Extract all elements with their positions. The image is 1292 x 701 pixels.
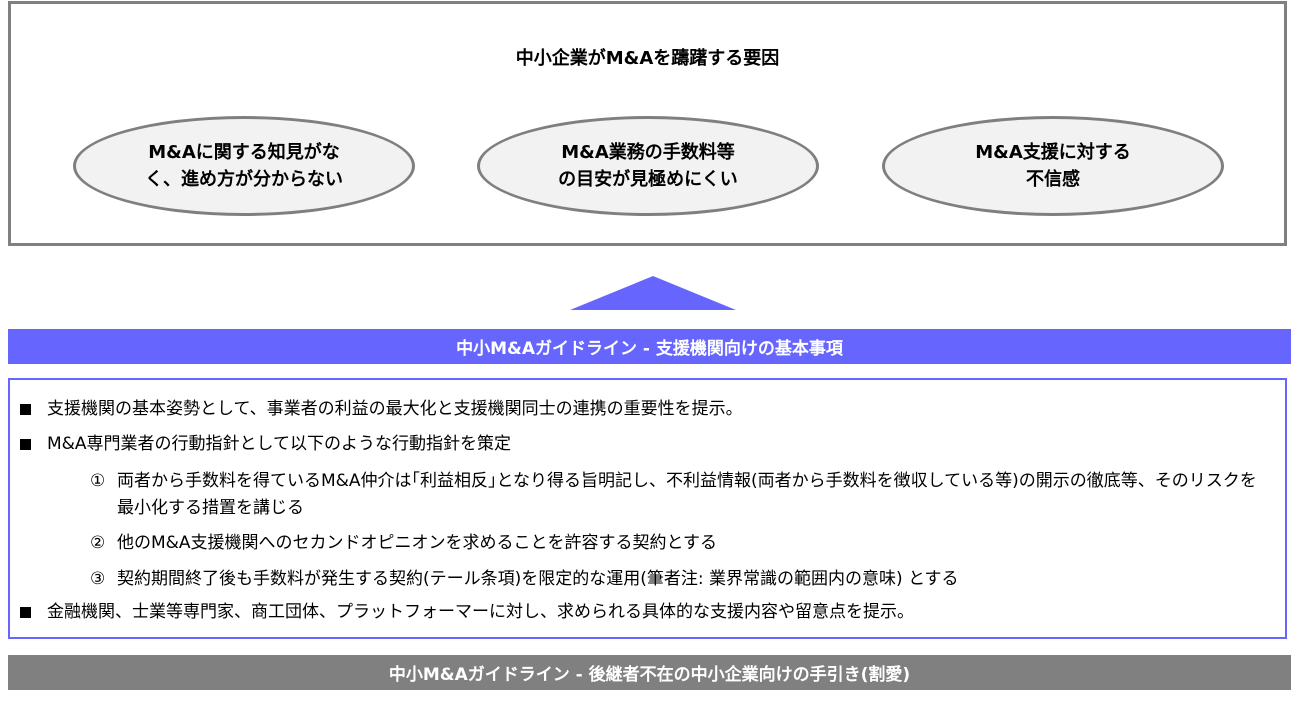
square-bullet-icon bbox=[20, 439, 31, 450]
up-arrow-icon bbox=[570, 276, 736, 310]
list-item: 支援機関の基本姿勢として、事業者の利益の最大化と支援機関同士の連携の重要性を提示… bbox=[20, 396, 743, 423]
list-item-text: 金融機関、士業等専門家、商工団体、プラットフォーマーに対し、求められる具体的な支… bbox=[47, 602, 914, 622]
sme-guideline-header: 中小M&Aガイドライン - 後継者不在の中小企業向けの手引き(割愛) bbox=[8, 655, 1291, 690]
sub-item-text: 契約期間終了後も手数料が発生する契約(テール条項)を限定的な運用(筆者注: 業界… bbox=[117, 569, 959, 589]
sub-item-number: ③ bbox=[90, 569, 106, 589]
sub-item: ② 他のM&A支援機関へのセカンドオピニオンを求めることを許容する契約とする bbox=[90, 530, 1270, 557]
factor-text: 不信感 bbox=[1025, 169, 1080, 190]
support-guideline-list: 支援機関の基本姿勢として、事業者の利益の最大化と支援機関同士の連携の重要性を提示… bbox=[8, 378, 1287, 639]
sub-item-number: ② bbox=[90, 533, 106, 553]
list-item: M&A専門業者の行動指針として以下のような行動指針を策定 bbox=[20, 431, 511, 458]
list-item-text: M&A専門業者の行動指針として以下のような行動指針を策定 bbox=[47, 434, 512, 454]
factor-text: の目安が見極めにくい bbox=[558, 169, 738, 190]
support-guideline-header: 中小M&Aガイドライン - 支援機関向けの基本事項 bbox=[8, 329, 1291, 364]
sub-item-text: 両者から手数料を得ているM&A仲介は｢利益相反｣となり得る旨明記し、不利益情報(… bbox=[117, 471, 1257, 518]
square-bullet-icon bbox=[20, 607, 31, 618]
factor-ellipse-fees: M&A業務の手数料等の目安が見極めにくい bbox=[477, 116, 819, 216]
sub-item-text: 他のM&A支援機関へのセカンドオピニオンを求めることを許容する契約とする bbox=[117, 533, 718, 553]
factor-text: M&A支援に対する bbox=[975, 142, 1131, 163]
factor-ellipse-knowledge: M&Aに関する知見がなく、進め方が分からない bbox=[73, 116, 415, 216]
panel-title: 中小企業がM&Aを躊躇する要因 bbox=[515, 48, 780, 69]
factor-text: M&A業務の手数料等 bbox=[561, 142, 735, 163]
sub-item: ① 両者から手数料を得ているM&A仲介は｢利益相反｣となり得る旨明記し、不利益情… bbox=[90, 468, 1270, 522]
factor-text: M&Aに関する知見がな bbox=[148, 142, 340, 163]
list-item-text: 支援機関の基本姿勢として、事業者の利益の最大化と支援機関同士の連携の重要性を提示… bbox=[47, 399, 743, 419]
factor-text: く、進め方が分からない bbox=[145, 169, 343, 190]
list-item: 金融機関、士業等専門家、商工団体、プラットフォーマーに対し、求められる具体的な支… bbox=[20, 599, 914, 626]
sub-item-number: ① bbox=[90, 471, 106, 491]
sub-item: ③ 契約期間終了後も手数料が発生する契約(テール条項)を限定的な運用(筆者注: … bbox=[90, 566, 1270, 593]
hesitation-factors-panel: 中小企業がM&Aを躊躇する要因 M&Aに関する知見がなく、進め方が分からない M… bbox=[8, 1, 1287, 246]
square-bullet-icon bbox=[20, 404, 31, 415]
factor-ellipse-distrust: M&A支援に対する不信感 bbox=[882, 116, 1224, 216]
